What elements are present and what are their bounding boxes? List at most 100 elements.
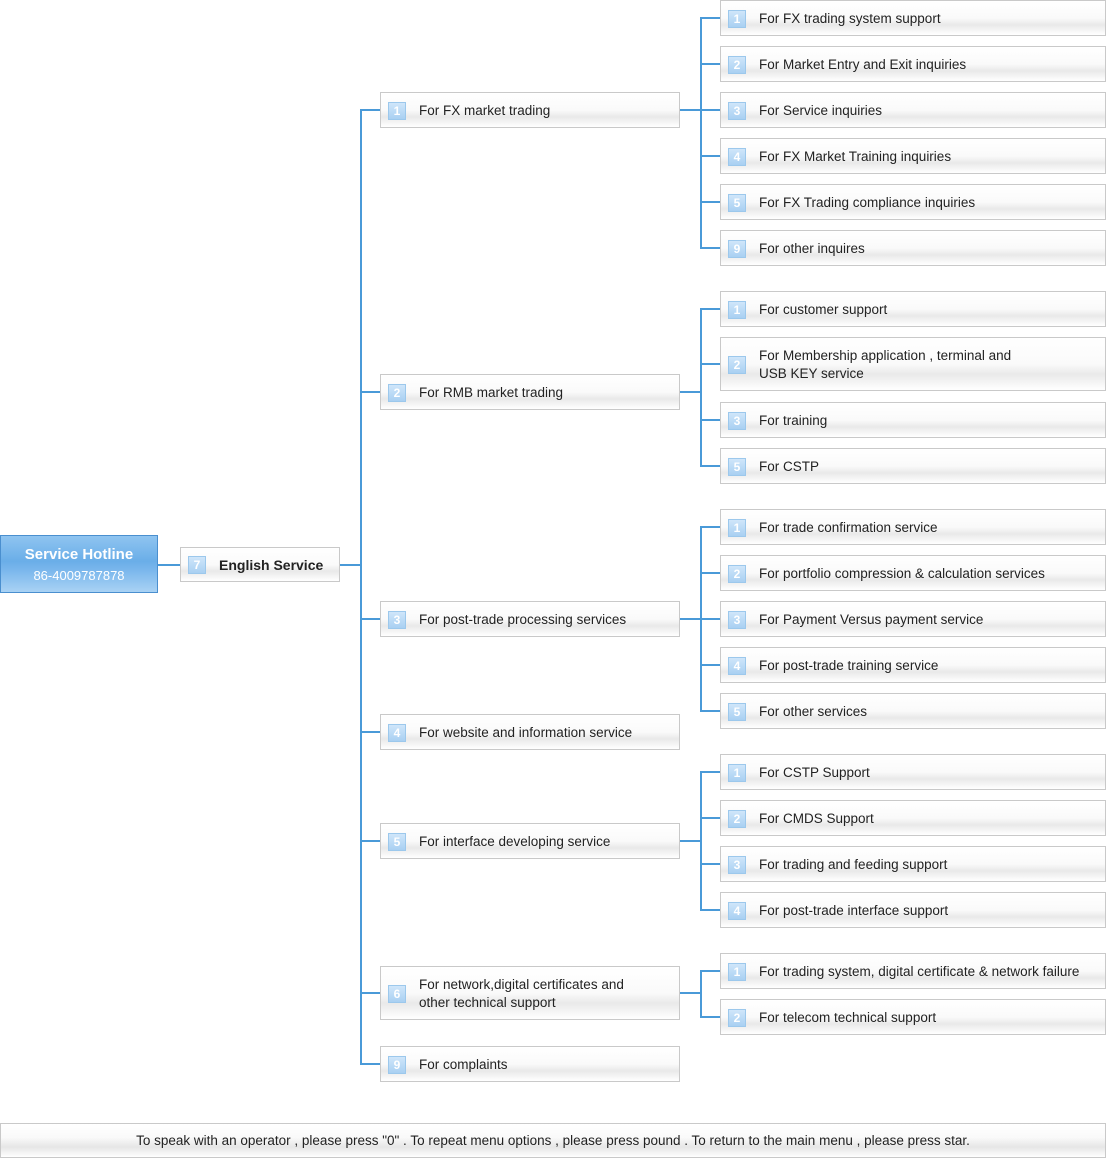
submenu-6-2-label: For telecom technical support — [759, 1010, 937, 1025]
submenu-3-5-key: 5 — [728, 703, 746, 721]
menu-option-2-key: 2 — [388, 384, 406, 402]
english-service-label: English Service — [219, 557, 324, 573]
menu-option-1-node: 1 For FX market trading — [380, 92, 680, 128]
connector-hotline-english — [158, 564, 180, 566]
submenu-2-1-label: For customer support — [759, 302, 888, 317]
english-service-key: 7 — [188, 556, 206, 574]
menu-option-1-label: For FX market trading — [419, 103, 551, 118]
connector-sub-1-3 — [700, 109, 720, 111]
subspine-1 — [700, 17, 702, 249]
submenu-3-1-label: For trade confirmation service — [759, 520, 938, 535]
submenu-2-1-key: 1 — [728, 301, 746, 319]
submenu-2-4-node: 5 For CSTP — [720, 448, 1106, 484]
submenu-1-2-label: For Market Entry and Exit inquiries — [759, 57, 967, 72]
submenu-1-3-key: 3 — [728, 102, 746, 120]
connector-sub-3-1 — [700, 526, 720, 528]
submenu-2-3-node: 3 For training — [720, 402, 1106, 438]
submenu-1-2-key: 2 — [728, 56, 746, 74]
connector-sub-5-3 — [700, 863, 720, 865]
submenu-1-1-label: For FX trading system support — [759, 11, 941, 26]
submenu-3-5-label: For other services — [759, 704, 868, 719]
menu-option-5-label: For interface developing service — [419, 834, 611, 849]
connector-sub-3-5 — [700, 710, 720, 712]
menu-option-6-label: For network,digital certificates and oth… — [419, 977, 624, 1010]
submenu-2-3-key: 3 — [728, 412, 746, 430]
menu-option-6-key: 6 — [388, 985, 406, 1003]
submenu-5-1-label: For CSTP Support — [759, 765, 870, 780]
connector-sub-1-4 — [700, 155, 720, 157]
connector-spine-option-5 — [360, 840, 380, 842]
submenu-5-3-key: 3 — [728, 856, 746, 874]
connector-option-2-subspine — [680, 391, 702, 393]
connector-spine-option-4 — [360, 731, 380, 733]
connector-sub-5-2 — [700, 817, 720, 819]
submenu-6-1-node: 1 For trading system, digital certificate… — [720, 953, 1106, 989]
submenu-5-2-key: 2 — [728, 810, 746, 828]
submenu-1-6-key: 9 — [728, 240, 746, 258]
menu-option-2-node: 2 For RMB market trading — [380, 374, 680, 410]
connector-sub-3-4 — [700, 664, 720, 666]
connector-option-3-subspine — [680, 618, 702, 620]
connector-sub-1-1 — [700, 17, 720, 19]
connector-sub-1-2 — [700, 63, 720, 65]
submenu-2-4-label: For CSTP — [759, 459, 820, 474]
submenu-3-4-label: For post-trade training service — [759, 658, 939, 673]
submenu-6-1-key: 1 — [728, 963, 746, 981]
connector-option-5-subspine — [680, 840, 702, 842]
menu-option-5-node: 5 For interface developing service — [380, 823, 680, 859]
connector-sub-5-4 — [700, 909, 720, 911]
connector-spine-option-2 — [360, 391, 380, 393]
submenu-1-1-key: 1 — [728, 10, 746, 28]
connector-english-spine — [340, 564, 360, 566]
menu-option-2-label: For RMB market trading — [419, 385, 564, 400]
submenu-3-4-key: 4 — [728, 657, 746, 675]
submenu-2-1-node: 1 For customer support — [720, 291, 1106, 327]
connector-sub-1-5 — [700, 201, 720, 203]
subspine-5 — [700, 771, 702, 911]
menu-option-1-key: 1 — [388, 102, 406, 120]
submenu-5-3-node: 3 For trading and feeding support — [720, 846, 1106, 882]
submenu-5-2-label: For CMDS Support — [759, 811, 874, 826]
connector-spine-option-1 — [360, 109, 380, 111]
subspine-6 — [700, 970, 702, 1018]
submenu-3-1-node: 1 For trade confirmation service — [720, 509, 1106, 545]
submenu-2-2-key: 2 — [728, 356, 746, 374]
submenu-2-4-key: 5 — [728, 458, 746, 476]
submenu-1-6-label: For other inquires — [759, 241, 865, 256]
submenu-6-1-label: For trading system, digital certificate … — [759, 964, 1080, 979]
submenu-2-3-label: For training — [759, 413, 828, 428]
submenu-1-3-node: 3 For Service inquiries — [720, 92, 1106, 128]
submenu-1-2-node: 2 For Market Entry and Exit inquiries — [720, 46, 1106, 82]
menu-option-5-key: 5 — [388, 833, 406, 851]
submenu-3-3-key: 3 — [728, 611, 746, 629]
connector-sub-6-1 — [700, 970, 720, 972]
submenu-1-6-node: 9 For other inquires — [720, 230, 1106, 266]
subspine-3 — [700, 526, 702, 712]
submenu-5-2-node: 2 For CMDS Support — [720, 800, 1106, 836]
footer-instructions: To speak with an operator , please press… — [0, 1123, 1106, 1158]
submenu-5-4-key: 4 — [728, 902, 746, 920]
menu-option-7-key: 9 — [388, 1056, 406, 1074]
connector-sub-5-1 — [700, 771, 720, 773]
subspine-2 — [700, 308, 702, 467]
submenu-1-4-key: 4 — [728, 148, 746, 166]
submenu-6-2-key: 2 — [728, 1009, 746, 1027]
menu-option-6-node: 6 For network,digital certificates and ot… — [380, 966, 680, 1020]
submenu-5-3-label: For trading and feeding support — [759, 857, 948, 872]
submenu-1-3-label: For Service inquiries — [759, 103, 883, 118]
submenu-3-3-label: For Payment Versus payment service — [759, 612, 984, 627]
submenu-5-4-label: For post-trade interface support — [759, 903, 949, 918]
connector-sub-2-2 — [700, 363, 720, 365]
submenu-3-4-node: 4 For post-trade training service — [720, 647, 1106, 683]
connector-spine-option-6 — [360, 992, 380, 994]
submenu-5-1-key: 1 — [728, 764, 746, 782]
submenu-3-1-key: 1 — [728, 519, 746, 537]
connector-sub-2-3 — [700, 419, 720, 421]
